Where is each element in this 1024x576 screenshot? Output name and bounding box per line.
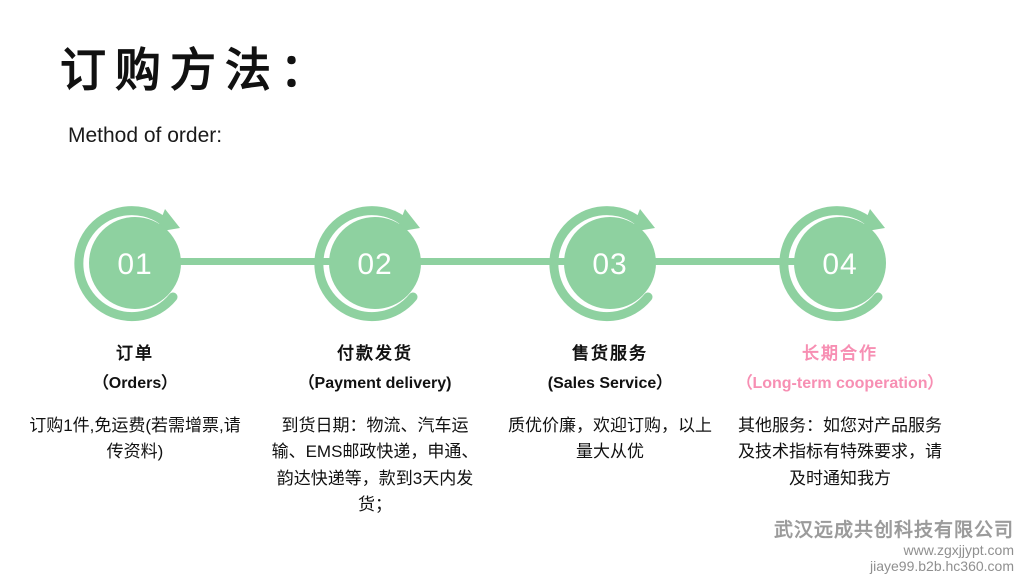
step-number: 03 [592,248,627,281]
page-subtitle: Method of order: [68,124,223,147]
watermark-url-1: www.zgxjjypt.com [903,541,1014,558]
process-step-4: 04 长期合作 （Long-term cooperation） 其他服务：如您对… [725,197,955,492]
watermark: 武汉远成共创科技有限公司 www.zgxjjypt.com jiaye99.b2… [774,520,1014,574]
step-circle [89,217,181,309]
process-step-1: 01 订单 （Orders） 订购1件,免运费(若需增票,请传资料) [20,197,250,466]
step-title-en: (Sales Service） [547,375,673,392]
step-number: 01 [117,248,152,281]
step-title-en: （Orders） [92,375,178,392]
watermark-url-2: jiaye99.b2b.hc360.com [870,557,1014,574]
step-circle [794,217,886,309]
step-description: 到货日期：物流、汽车运输、EMS邮政快递，申通、韵达快递等，款到3天内发货； [271,416,479,515]
arrow-arc [779,206,883,322]
circular-arrow-icon: 03 [549,206,656,322]
arrow-arc [549,206,653,322]
step-title-cn: 订单 [116,344,154,364]
step-circle [329,217,421,309]
circular-arrow-icon: 02 [314,206,421,322]
circular-arrow-icon: 01 [74,206,181,322]
step-number: 04 [822,248,857,281]
step-description: 订购1件,免运费(若需增票,请传资料) [29,416,241,462]
step-number: 02 [357,248,392,281]
step-title-cn: 付款发货 [337,344,413,364]
page-title: 订购方法： [60,43,335,97]
step-title-en: （Payment delivery) [298,375,452,392]
step-title-cn: 长期合作 [802,344,878,364]
circular-arrow-icon: 04 [779,206,886,322]
step-title-cn: 售货服务 [572,344,648,364]
step-connector-line [140,258,842,265]
watermark-company: 武汉远成共创科技有限公司 [773,519,1014,541]
step-description: 质优价廉，欢迎订购，以上量大从优 [508,416,712,462]
step-title-en: （Long-term cooperation） [736,375,944,392]
step-circle [564,217,656,309]
process-step-2: 02 付款发货 （Payment delivery) 到货日期：物流、汽车运输、… [260,197,490,518]
arrow-arc [314,206,418,322]
process-step-3: 03 售货服务 (Sales Service） 质优价廉，欢迎订购，以上量大从优 [495,197,725,466]
step-description: 其他服务：如您对产品服务及技术指标有特殊要求，请及时通知我方 [738,416,942,488]
arrow-arc [74,206,178,322]
